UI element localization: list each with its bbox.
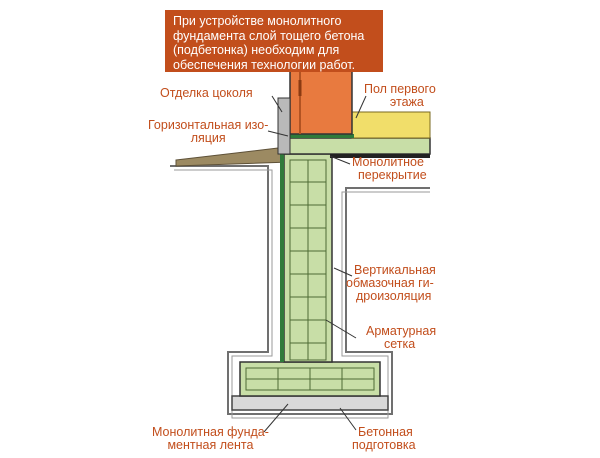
- plinth-finish: [277, 97, 291, 155]
- slab-edge: [330, 154, 430, 158]
- footing-mesh: [245, 367, 375, 391]
- label-vertical-waterproofing: Вертикальная обмазочная ги- дроизоляция: [346, 263, 436, 303]
- label-concrete-base: Бетонная подготовка: [352, 425, 416, 452]
- first-floor: [351, 111, 431, 139]
- note-line: (подбетонка) необходим для: [173, 43, 340, 57]
- ground-blind-area: [175, 147, 291, 167]
- vertical-waterproofing: [280, 152, 284, 362]
- leader-lines: [263, 95, 367, 433]
- wall-mesh: [289, 159, 327, 361]
- horizontal-insulation: [284, 134, 354, 138]
- label-strip-foundation: Монолитная фунда- ментная лента: [152, 425, 269, 452]
- label-rebar-mesh: Арматурная сетка: [366, 324, 437, 351]
- note-line: При устройстве монолитного: [173, 14, 342, 28]
- label-plinth-finish: Отделка цоколя: [160, 86, 253, 100]
- note-line: фундамента слой тощего бетона: [173, 28, 365, 43]
- soil-outline: [170, 165, 430, 419]
- explanatory-note: При устройстве монолитного фундамента сл…: [165, 10, 383, 72]
- concrete-base: [231, 395, 389, 411]
- note-line: обеспечения технологии работ.: [173, 57, 356, 72]
- label-monolithic-slab: Монолитное перекрытие: [352, 155, 427, 182]
- label-first-floor: Пол первого этажа: [364, 82, 436, 109]
- label-horizontal-insulation: Горизонтальная изо- ляция: [148, 118, 269, 145]
- monolithic-slab: [283, 137, 431, 155]
